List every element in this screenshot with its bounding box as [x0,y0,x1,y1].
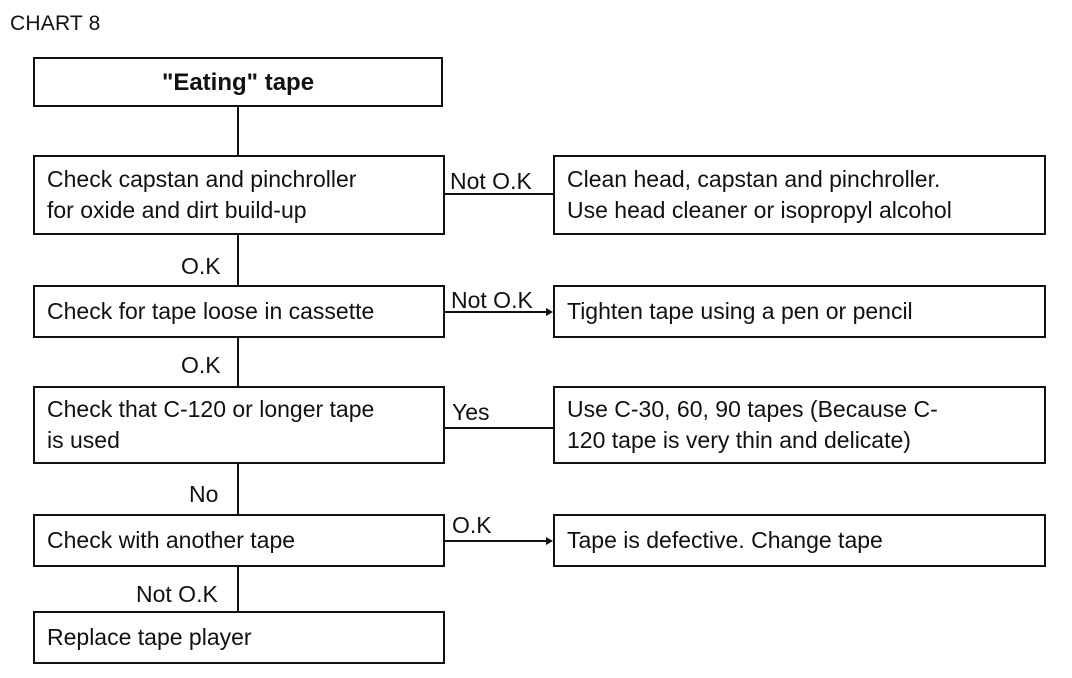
branch-line-loose-tape [445,311,546,313]
connector-step-4-to-final [237,567,239,611]
continue-label-another-tape: Not O.K [136,581,218,607]
action-text-tighten-tape: Tighten tape using a pen or pencil [567,298,913,324]
branch-line-capstan [445,193,553,195]
final-box-replace-player: Replace tape player [33,611,445,664]
connector-title-to-step-1 [237,107,239,155]
check-box-c120: Check that C-120 or longer tape is used [33,386,445,464]
flowchart-title: "Eating" tape [161,68,315,96]
final-text-replace-player: Replace tape player [47,624,252,650]
action-text-use-short-tapes: Use C-30, 60, 90 tapes (Because C- 120 t… [567,396,938,453]
check-text-another-tape: Check with another tape [47,527,296,553]
action-box-clean-head: Clean head, capstan and pinchroller. Use… [553,155,1046,235]
connector-step-3-to-step-4 [237,464,239,514]
action-text-clean-head: Clean head, capstan and pinchroller. Use… [567,166,952,223]
check-box-loose-tape: Check for tape loose in cassette [33,285,445,338]
check-text-loose-tape: Check for tape loose in cassette [47,298,375,324]
action-box-tighten-tape: Tighten tape using a pen or pencil [553,285,1046,338]
continue-label-loose-tape: O.K [181,352,221,378]
connector-step-1-to-step-2 [237,235,239,285]
branch-label-c120: Yes [452,399,490,425]
action-box-use-short-tapes: Use C-30, 60, 90 tapes (Because C- 120 t… [553,386,1046,464]
action-box-defective-tape: Tape is defective. Change tape [553,514,1046,567]
continue-label-capstan: O.K [181,253,221,279]
branch-label-another-tape: O.K [452,512,492,538]
branch-line-c120 [445,427,553,429]
check-text-c120: Check that C-120 or longer tape is used [47,396,375,453]
check-text-capstan: Check capstan and pinchroller for oxide … [47,166,357,223]
check-box-capstan: Check capstan and pinchroller for oxide … [33,155,445,235]
branch-line-another-tape [445,540,546,542]
connector-step-2-to-step-3 [237,338,239,386]
branch-label-capstan: Not O.K [450,168,532,194]
action-text-defective-tape: Tape is defective. Change tape [567,527,883,553]
branch-arrowhead-loose-tape [546,308,553,316]
branch-label-loose-tape: Not O.K [451,287,533,313]
check-box-another-tape: Check with another tape [33,514,445,567]
continue-label-c120: No [189,481,219,507]
branch-arrowhead-another-tape [546,537,553,545]
flowchart-title-box: "Eating" tape [33,57,443,107]
chart-label: CHART 8 [10,12,101,35]
